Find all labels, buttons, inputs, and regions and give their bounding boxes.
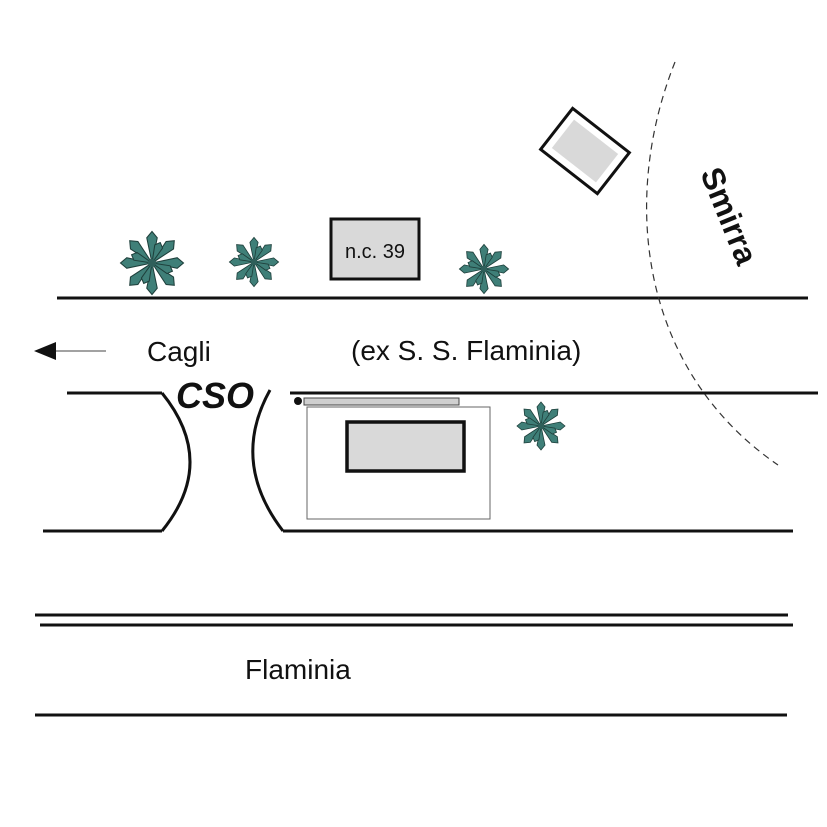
plot-outline: [306, 406, 491, 520]
site-code-label: CSO: [176, 375, 254, 416]
site-marker-dot: [294, 397, 302, 405]
left-arrow-icon: [34, 342, 106, 360]
building-main: [345, 420, 466, 473]
tree-icon: [119, 230, 185, 296]
building-rotated: [538, 106, 632, 196]
junction-curve-left: [160, 392, 192, 532]
building-nc39: [329, 217, 421, 281]
road-lower-label: Flaminia: [245, 654, 351, 685]
direction-label: Cagli: [147, 336, 211, 367]
tree-icon: [458, 243, 510, 295]
tree-icon: [228, 236, 280, 288]
street-curve-label: Smirra: [694, 162, 765, 270]
smirra-dashed-curve: [646, 61, 779, 466]
building-nc39-label: n.c. 39: [345, 241, 405, 263]
sidewalk-strip: [303, 397, 460, 406]
junction-curve-right: [251, 389, 285, 532]
tree-icon: [516, 401, 566, 451]
road-upper-label: (ex S. S. Flaminia): [351, 335, 581, 366]
